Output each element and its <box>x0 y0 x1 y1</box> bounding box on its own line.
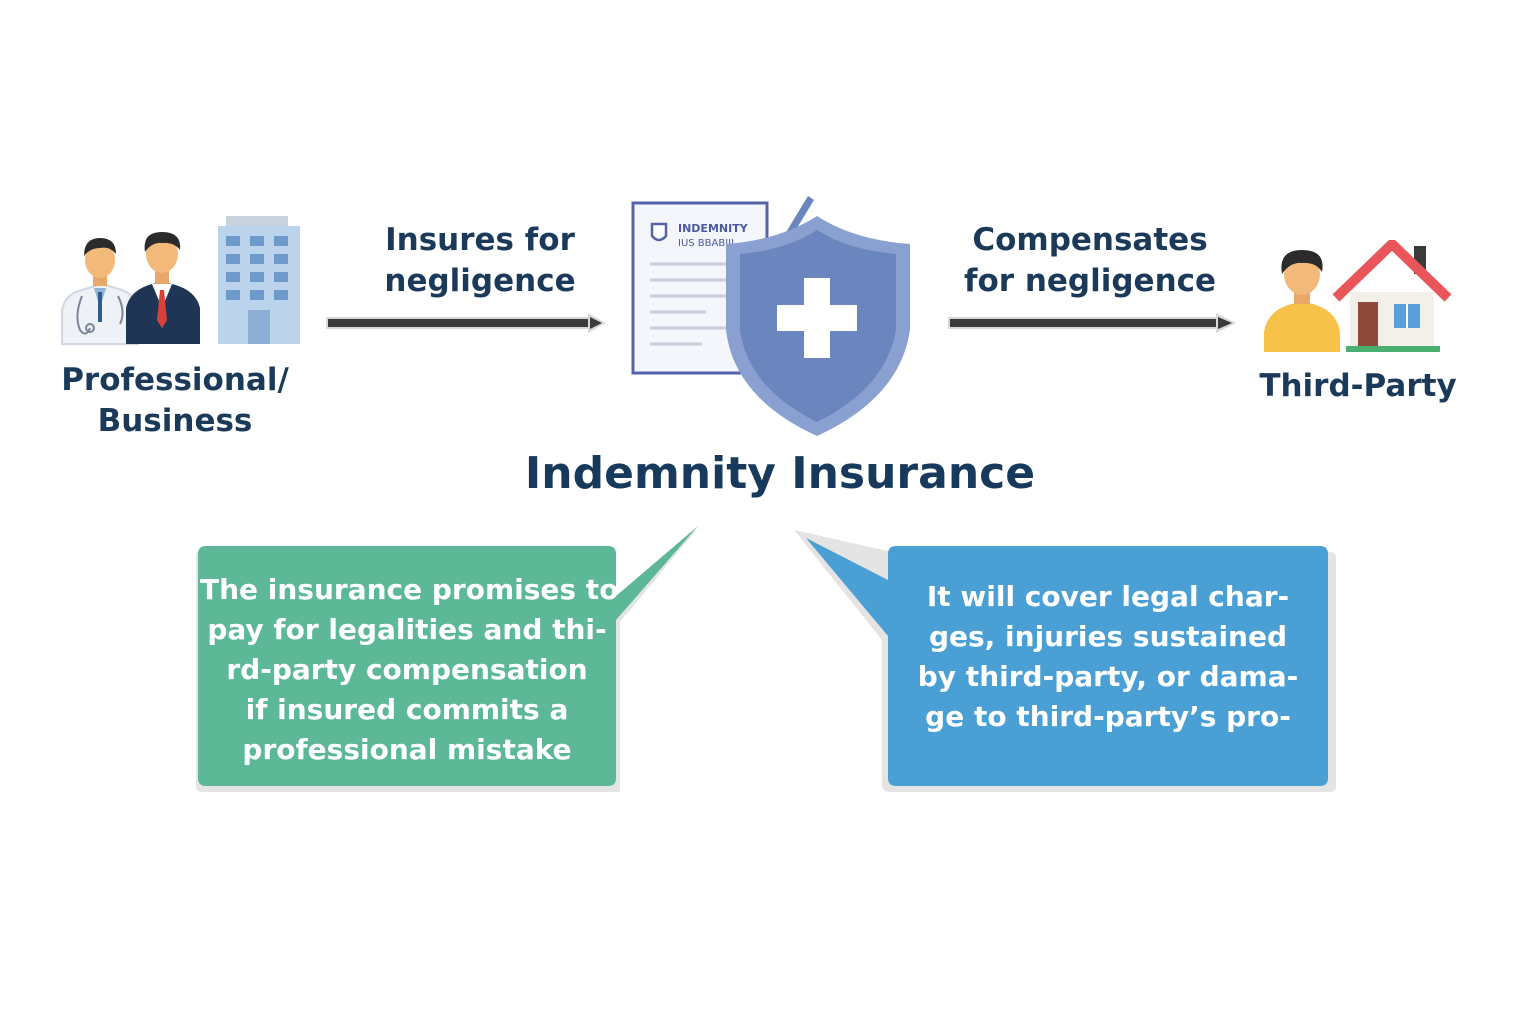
person-icon <box>1264 250 1340 352</box>
document-subtitle: ΙUS ΒΒΑΒΙΙΙ <box>678 238 734 249</box>
left-bubble-text: The insurance promises to pay for legali… <box>200 573 619 766</box>
insurance-document-icon <box>631 201 769 375</box>
businessman-icon <box>126 232 200 344</box>
office-building-icon <box>218 216 300 344</box>
indemnity-insurance-title: Indemnity Insurance <box>524 448 1036 499</box>
compensates-for-negligence-label: Compensates for negligence <box>963 222 1217 299</box>
house-icon <box>1332 240 1452 352</box>
arrow-to-insurance <box>326 313 606 333</box>
doctor-icon <box>61 238 139 345</box>
professional-business-label: Professional/ Business <box>61 362 289 439</box>
arrow-to-third-party <box>948 313 1236 333</box>
third-party-label: Third-Party <box>1259 368 1457 404</box>
document-title: INDEMNITY <box>678 222 749 235</box>
speech-bubbles <box>196 526 1336 792</box>
right-bubble <box>794 530 1336 792</box>
professional-business-icons <box>61 216 300 345</box>
third-party-icons <box>1264 240 1452 352</box>
left-bubble <box>196 526 698 792</box>
right-bubble-text: It will cover legal char- ges, injuries … <box>917 580 1299 733</box>
insures-for-negligence-label: Insures for negligence <box>384 222 576 299</box>
insurance-graphic: INDEMNITY ΙUS ΒΒΑΒΙΙΙ <box>631 196 910 436</box>
shield-cross-icon <box>726 216 910 436</box>
